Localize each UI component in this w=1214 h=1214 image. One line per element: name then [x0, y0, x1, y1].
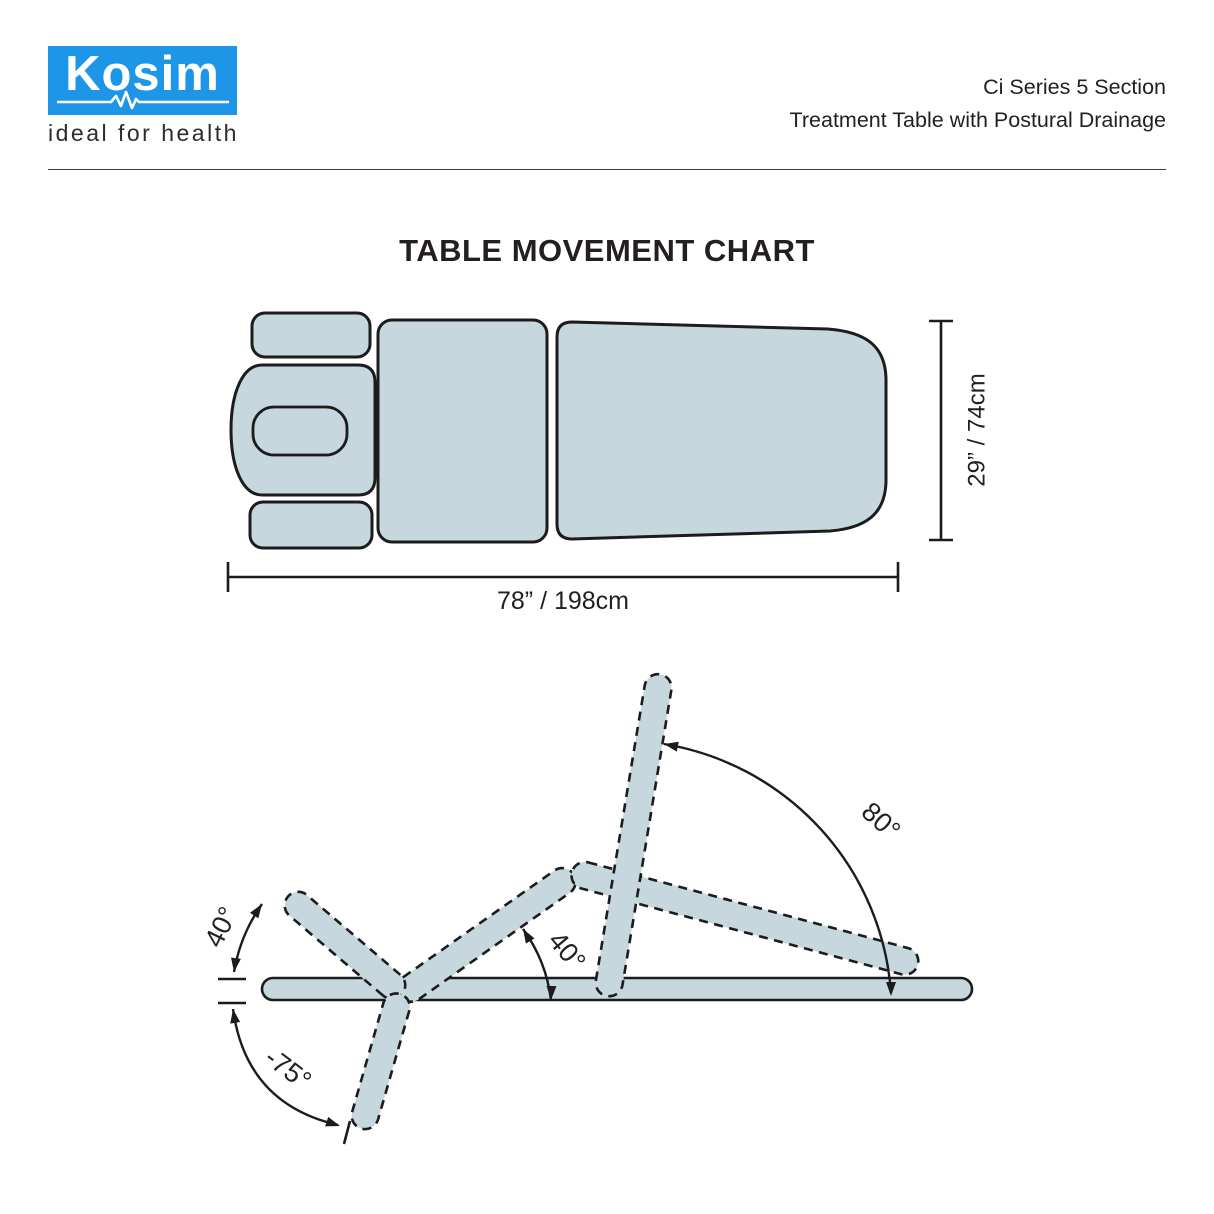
arrowhead [523, 929, 535, 944]
head-up-angle-label: 40° [199, 902, 244, 952]
side-view: 40° -75° 40° 80° [199, 672, 974, 1145]
logo-box: Kosim [48, 46, 237, 115]
backrest-angle-label: 80° [856, 796, 906, 846]
side-view-head-lowered [350, 992, 412, 1131]
brand-name: Kosim [65, 47, 220, 101]
product-name: Treatment Table with Postural Drainage [789, 108, 1166, 132]
side-view-head-raised [283, 890, 407, 1001]
head-up-angle-arc: 40° [199, 902, 263, 973]
header-divider [48, 169, 1166, 170]
product-series: Ci Series 5 Section [983, 75, 1166, 99]
arrowhead [546, 985, 557, 1000]
top-view-armrest-bottom [248, 500, 374, 550]
mid-up-angle-label: 40° [542, 926, 591, 977]
width-dimension: 29” / 74cm [929, 319, 991, 542]
arrowhead [230, 957, 241, 972]
top-view: 29” / 74cm 78” / 198cm [226, 311, 991, 615]
side-view-torso-tilted [570, 860, 920, 976]
kosim-logo: Kosim ideal for health [48, 46, 239, 147]
length-dimension: 78” / 198cm [226, 562, 900, 615]
top-view-mid-section [376, 318, 549, 544]
arrowhead [664, 741, 679, 752]
arrowhead [886, 982, 896, 996]
heartbeat-icon [57, 90, 229, 110]
top-view-leg-section [555, 320, 888, 541]
top-view-face-hole [251, 405, 349, 457]
product-info: Ci Series 5 Section Treatment Table with… [790, 71, 1166, 137]
chart-title: TABLE MOVEMENT CHART [399, 233, 815, 268]
head-down-angle-arc: -75° [230, 1008, 352, 1145]
side-view-backrest-raised [594, 672, 673, 998]
arrowhead [230, 1009, 241, 1024]
length-label: 78” / 198cm [497, 587, 629, 615]
top-view-armrest-top [250, 311, 372, 359]
arrowhead [250, 904, 262, 919]
arrowhead [325, 1116, 340, 1127]
angle-end-tick [342, 1120, 352, 1145]
width-label: 29” / 74cm [964, 373, 991, 486]
logo-tagline: ideal for health [48, 120, 239, 146]
